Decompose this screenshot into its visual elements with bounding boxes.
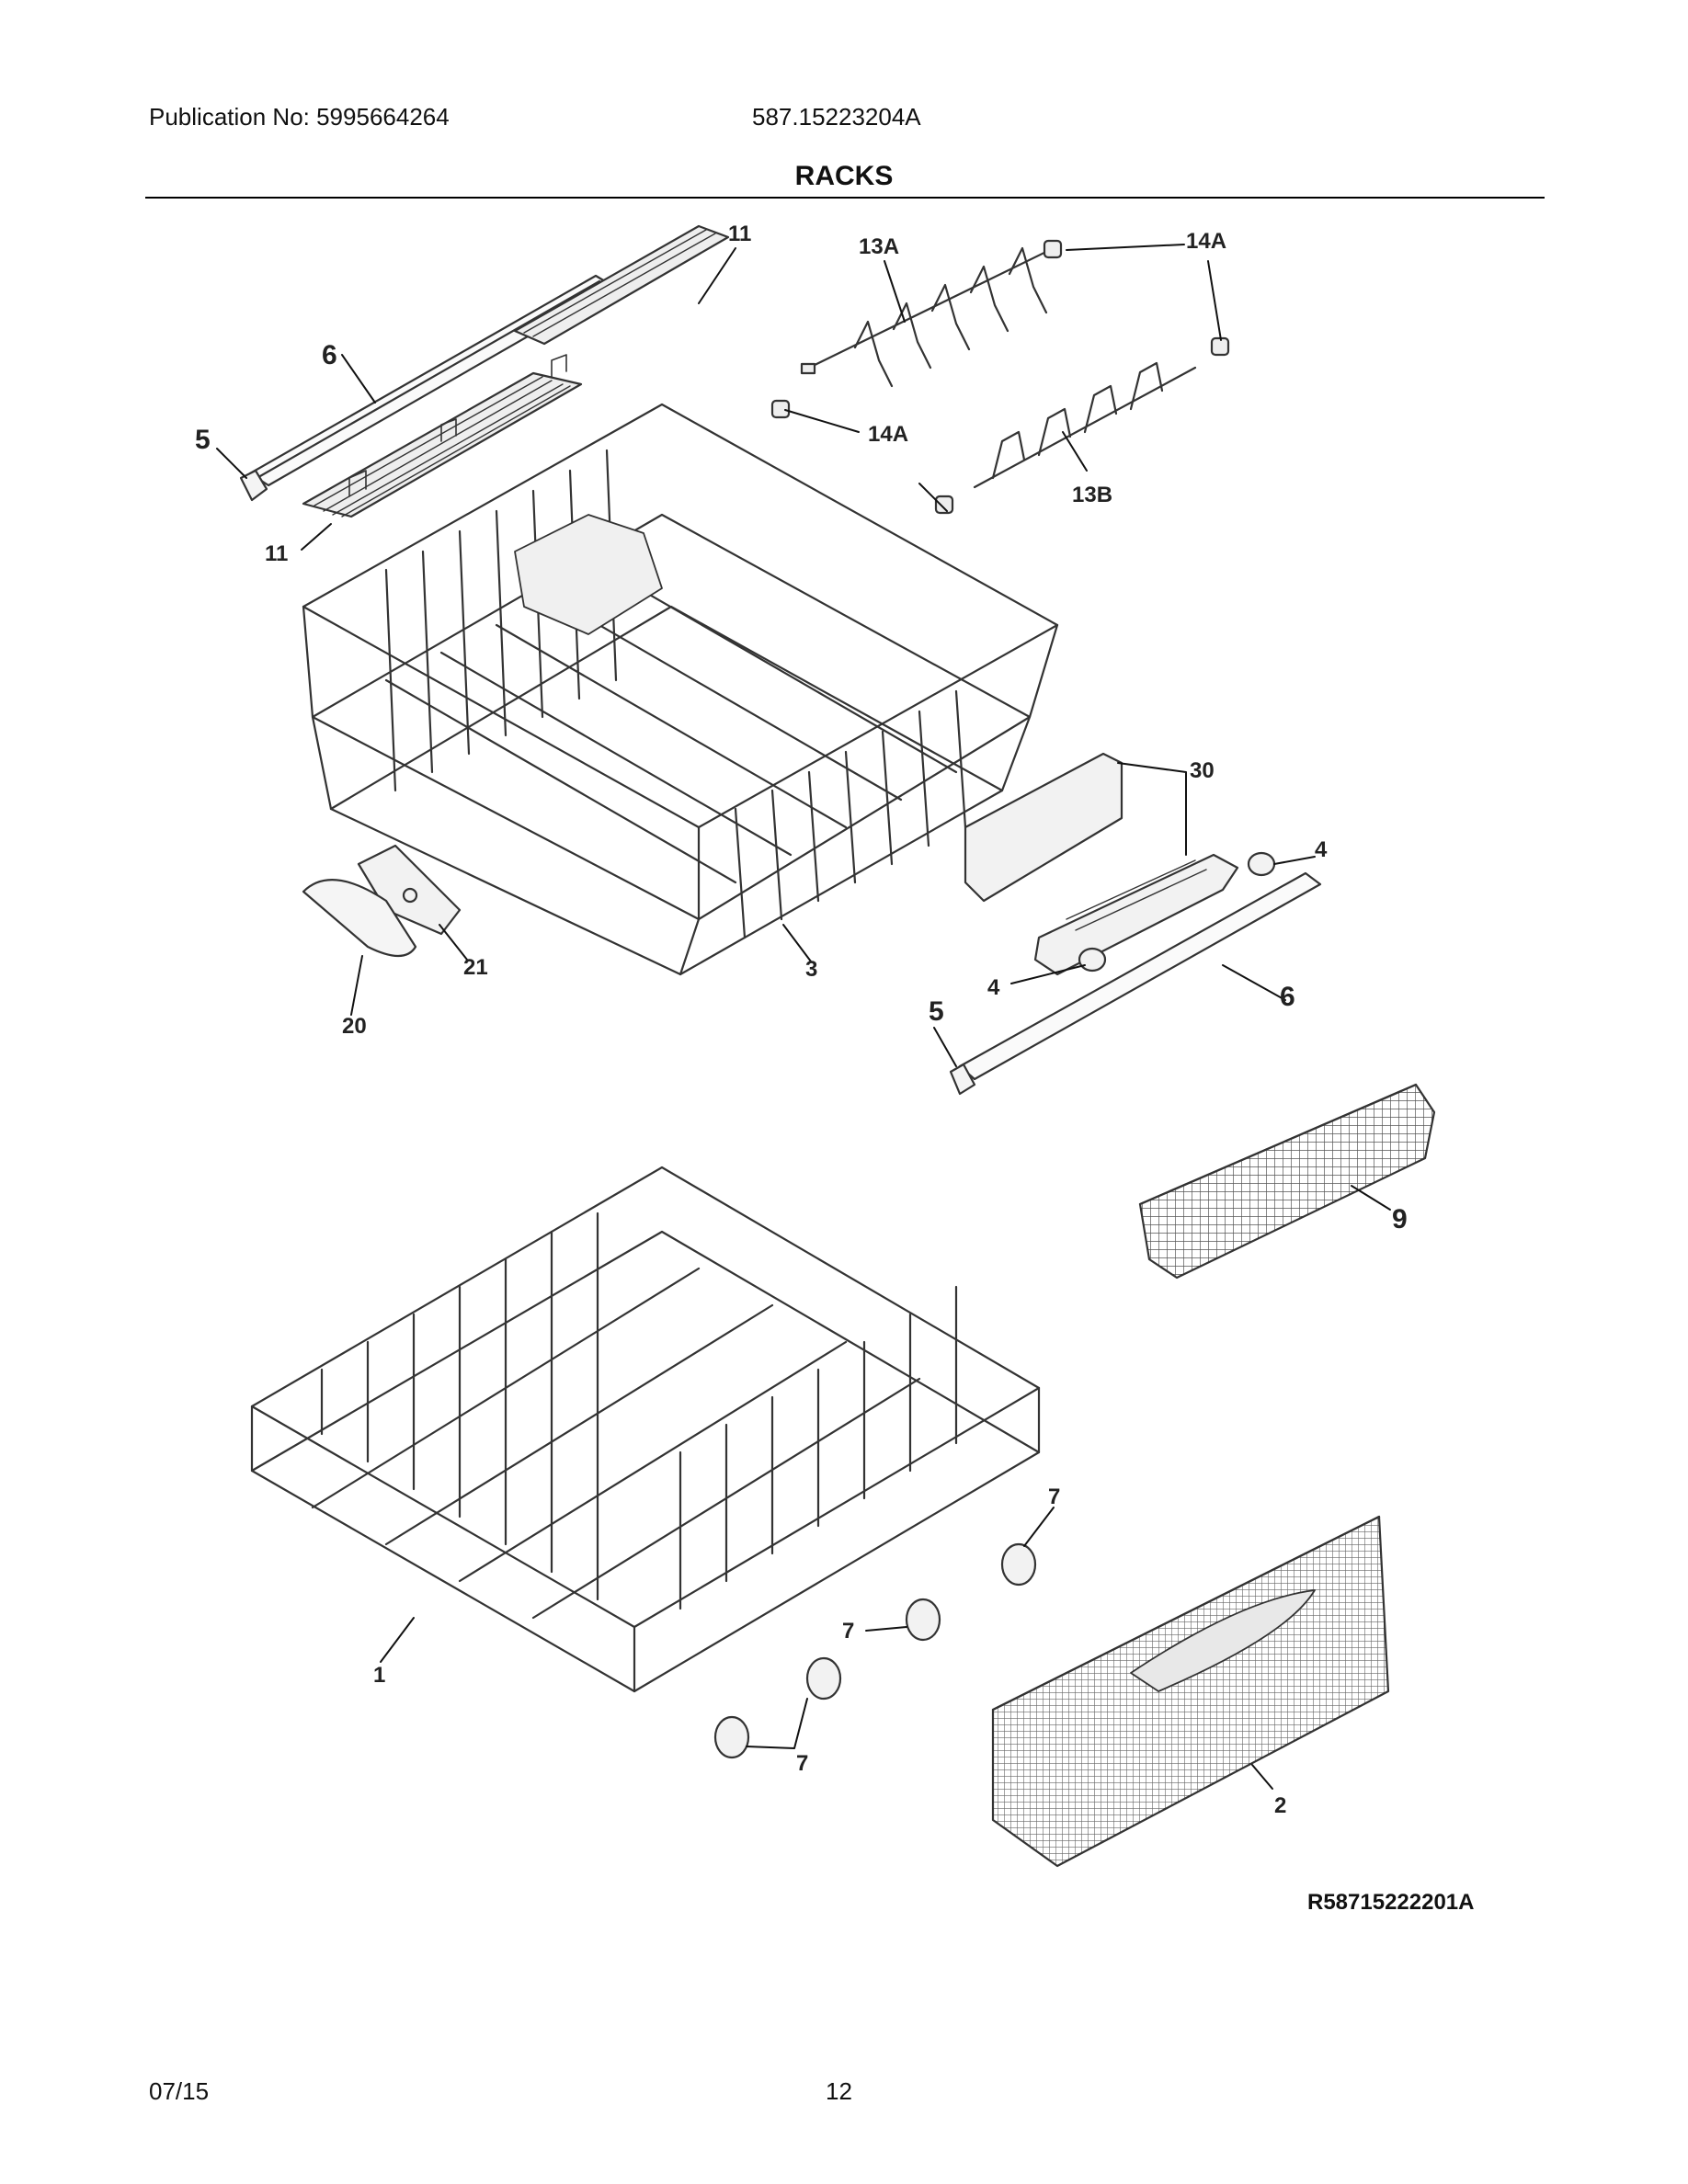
callout-7: 7 bbox=[842, 1619, 854, 1644]
callout-13A: 13A bbox=[859, 234, 899, 259]
leader-lines bbox=[216, 244, 1391, 1790]
end-cap-part-5-bottom bbox=[949, 1063, 976, 1096]
callout-14A: 14A bbox=[1186, 229, 1226, 254]
callout-14A: 14A bbox=[868, 422, 908, 447]
footer-date: 07/15 bbox=[149, 2077, 210, 2105]
cover-part-20 bbox=[302, 879, 417, 958]
callout-5: 5 bbox=[929, 996, 944, 1027]
tine-row-part-13B bbox=[973, 361, 1197, 489]
callout-9: 9 bbox=[1392, 1204, 1408, 1234]
callout-6: 6 bbox=[1280, 982, 1295, 1012]
wheel-part-7 bbox=[713, 1542, 1037, 1759]
callout-5: 5 bbox=[195, 425, 211, 455]
callout-4: 4 bbox=[1315, 837, 1328, 862]
upper-rack-part-3 bbox=[302, 403, 1059, 976]
cup-shelf-part-11 bbox=[302, 224, 730, 518]
title-rule bbox=[145, 197, 1545, 199]
callout-7: 7 bbox=[1048, 1484, 1060, 1509]
silverware-basket-part-9 bbox=[1138, 1083, 1436, 1280]
callout-2: 2 bbox=[1274, 1793, 1286, 1818]
figure-reference: R58715222201A bbox=[1307, 1890, 1475, 1915]
callout-1: 1 bbox=[373, 1663, 385, 1688]
callout-7: 7 bbox=[796, 1751, 808, 1776]
callout-11: 11 bbox=[728, 222, 751, 246]
callout-21: 21 bbox=[463, 955, 488, 980]
callout-3: 3 bbox=[805, 957, 817, 982]
callout-11: 11 bbox=[265, 541, 288, 566]
clip-part-14A bbox=[770, 239, 1230, 515]
callout-20: 20 bbox=[342, 1014, 367, 1039]
lower-rack-part-1 bbox=[250, 1166, 1041, 1693]
page-title: RACKS bbox=[794, 161, 894, 191]
basket-part-2 bbox=[991, 1515, 1390, 1868]
model-number: 587.15223204A bbox=[752, 103, 921, 131]
shelf-support-part-30 bbox=[964, 752, 1239, 976]
publication-number: Publication No: 5995664264 bbox=[149, 103, 450, 131]
callout-13B: 13B bbox=[1072, 483, 1112, 507]
tine-row-part-13A bbox=[800, 245, 1059, 388]
page-number: 12 bbox=[826, 2077, 852, 2105]
callout-6: 6 bbox=[322, 340, 337, 370]
callout-4: 4 bbox=[987, 975, 1000, 1000]
callout-30: 30 bbox=[1190, 758, 1215, 783]
